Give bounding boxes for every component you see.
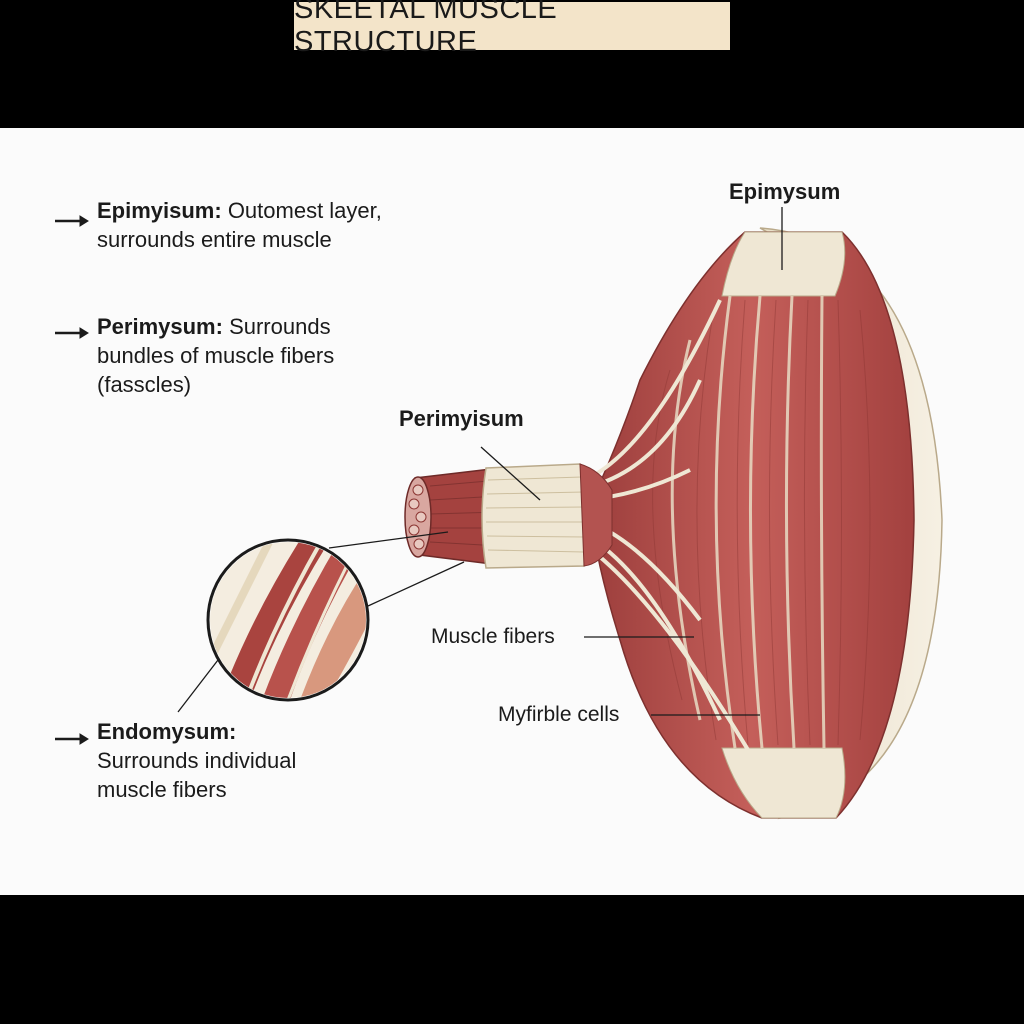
muscle-fiber-texture (652, 299, 871, 746)
note-text: Surrounds individual (97, 748, 297, 773)
note-term: Endomysum: (97, 719, 237, 744)
label-myofibril-cells: Myfirble cells (498, 703, 620, 726)
note-text: muscle fibers (97, 777, 227, 802)
note-term: Epimyisum: (97, 198, 222, 223)
note-term: Perimysum: (97, 314, 223, 339)
note-endomysium: Endomysum: Surrounds individual muscle f… (97, 717, 296, 804)
note-text: (fasscles) (97, 372, 192, 397)
label-perimyisum: Perimyisum (399, 406, 524, 431)
arrow-icon (55, 733, 89, 745)
bottom-band (0, 895, 1024, 1024)
label-muscle-fibers: Muscle fibers (431, 625, 555, 648)
note-text: Surrounds (222, 314, 331, 339)
arrow-icon (55, 215, 89, 227)
transition-cone (579, 463, 613, 567)
bundle-end-cells (408, 484, 427, 550)
note-text: bundles of muscle fibers (97, 343, 335, 368)
note-text: surrounds entire muscle (97, 227, 332, 252)
note-epimysium: Epimyisum: Outomest layer, surrounds ent… (97, 196, 382, 254)
tendon-top (721, 231, 846, 297)
note-arrows (55, 215, 89, 745)
label-epimysum: Epimysum (729, 179, 841, 204)
fascicle-lines (670, 295, 826, 749)
perimysium-texture (485, 476, 586, 553)
note-text: Outomest layer, (221, 198, 382, 223)
note-perimysium: Perimysum: Surrounds bundles of muscle f… (97, 312, 334, 399)
magnified-fibers (210, 542, 366, 698)
leader-lines (177, 207, 783, 716)
top-band: SKEETAL MUSCLE STRUCTURE (0, 0, 1024, 128)
arrow-icon (55, 327, 89, 339)
tendon-bottom (721, 747, 846, 819)
